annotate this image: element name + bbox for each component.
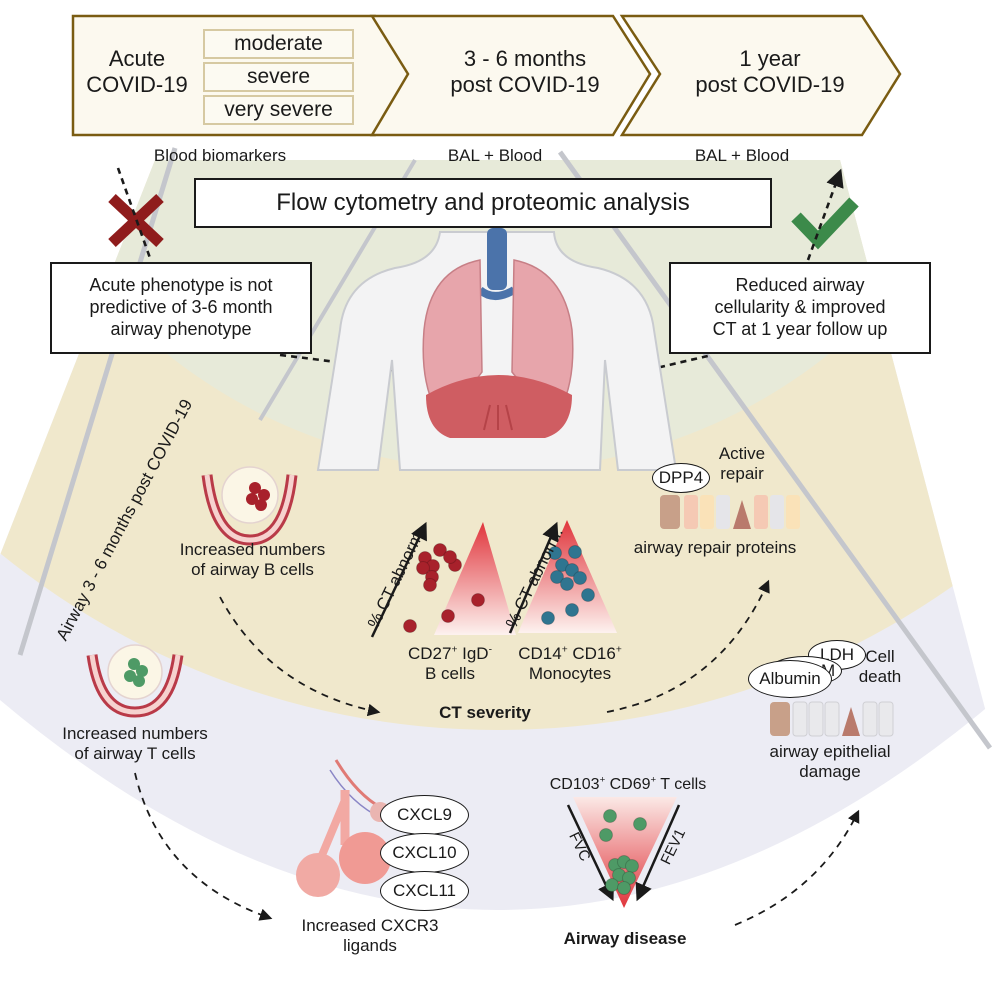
t-cell-triangle-plot [566,797,681,908]
b-cell-dot [443,550,457,564]
severity-very-severe: very severe [203,95,354,125]
body-to-finding-connector [626,353,713,377]
torso-lungs-illustration [316,228,678,471]
t-cells-to-ligands-connector [134,772,273,921]
t-cell-dot [625,859,639,873]
damaged-epithelium-icon [770,701,894,737]
repair-proteins-caption: airway repair proteins [633,538,797,557]
dpp4-marker: DPP4 [652,463,710,493]
sample-blood-biomarkers: Blood biomarkers [153,146,287,165]
torso [316,231,678,471]
b-cell-triangle-label: CD27+ IgD- B cells [407,644,492,684]
monocyte-dot [541,611,555,625]
b-cell-dot [441,609,455,623]
b-cell-dot [416,561,430,575]
severity-moderate: moderate [203,29,354,59]
ct-severity-label: CT severity [439,703,531,722]
t-cell-dot [617,881,631,895]
severity-severe: severe [203,62,354,92]
acute-to-finding-connector [116,167,152,259]
albumin-marker: Albumin [748,660,832,698]
monocyte-dot [568,545,582,559]
ct-abnorm-axis-arrow-2 [508,521,559,634]
monocyte-dot [548,546,562,560]
b-cell-dot [471,593,485,607]
airway-b-cells-icon [201,466,298,546]
monocyte-dot [550,570,564,584]
t-cell-dot [633,817,647,831]
fvc-axis-arrow [566,804,614,902]
check-icon [791,197,859,250]
cxcl9-marker: CXCL9 [380,795,469,835]
fev1-axis-arrow [635,804,681,902]
ct-abnorm-axis-arrow [370,521,427,638]
monocyte-triangle-plot [508,520,617,634]
t-cell-dot [605,878,619,892]
b-cell-triangle-plot [370,521,516,638]
cxcl11-marker: CXCL11 [380,871,469,911]
timeline-stage-3-6-months [369,14,652,137]
b-cell-dot [403,619,417,633]
monocyte-dot [565,563,579,577]
outer-band-bottom-edge [0,700,996,996]
repair-epithelium-icon [660,495,800,529]
b-cell-dot [423,578,437,592]
t-cell-gradient-triangle [573,797,677,908]
sample-bal-blood-1-year: BAL + Blood [694,146,790,165]
sample-bal-blood-3-6-months: BAL + Blood [447,146,543,165]
finding-to-1-year-connector [806,168,844,261]
monocyte-dot [581,588,595,602]
monocyte-dot [560,577,574,591]
t-cell-dot [599,828,613,842]
airway-t-cells-icon [86,644,184,718]
trachea [487,228,507,290]
monocyte-dot [565,603,579,617]
flow-connectors [134,579,860,926]
monocyte-gradient-triangle [518,520,617,633]
right-boundary-line [557,150,993,750]
airway-disease-label: Airway disease [563,929,687,948]
b-cell-dot [433,543,447,557]
t-cell-dot [603,809,617,823]
ct-severity-to-repair-connector [606,579,770,713]
analysis-banner: Flow cytometry and proteomic analysis [194,178,772,228]
t-cell-triangle-label: CD103+ CD69+ T cells [549,774,707,793]
monocyte-triangle-label: CD14+ CD16+ Monocytes [518,644,622,684]
b-cells-to-ct-severity-connector [219,596,381,717]
timeline-stage-1-year [619,14,902,137]
cxcl10-marker: CXCL10 [380,833,469,873]
monocyte-dot [573,571,587,585]
b-cell-gradient-triangle [434,522,516,635]
